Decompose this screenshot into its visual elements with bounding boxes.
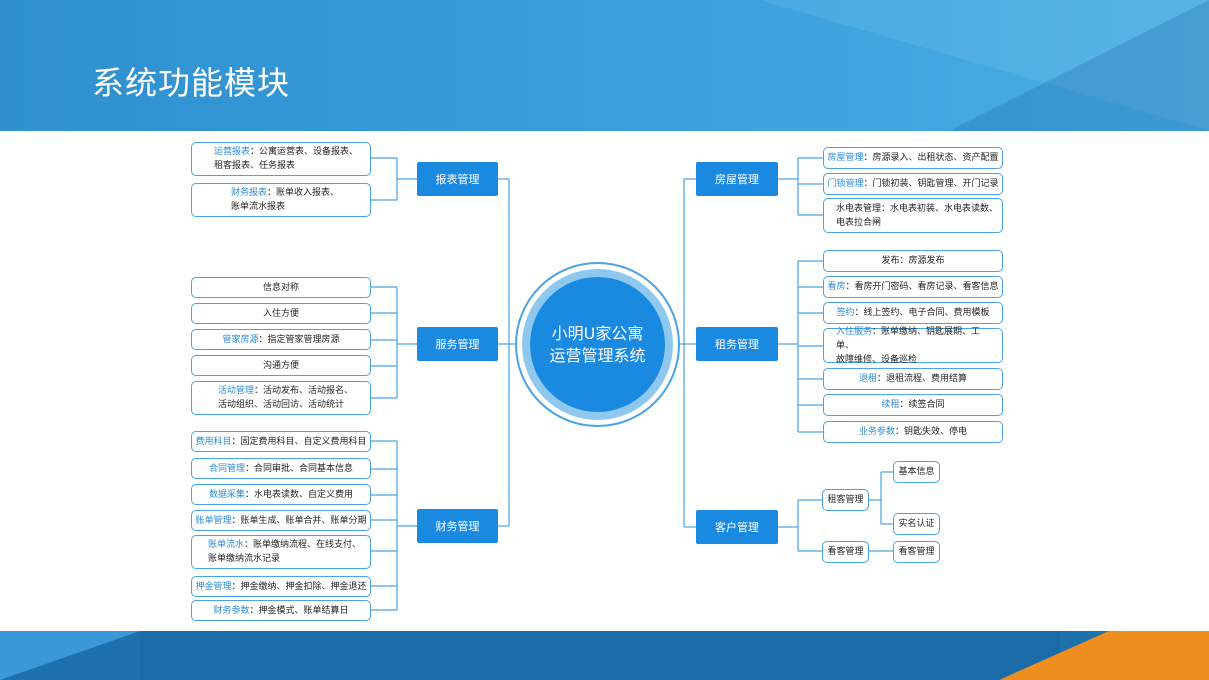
leaf-viewer-child: 看客管理: [893, 541, 940, 563]
leaf-steward: 管家房源：指定管家管理房源: [191, 329, 371, 350]
leaf-house-mgmt: 房屋管理：房源录入、出租状态、资产配置: [823, 147, 1003, 169]
footer-band: [0, 631, 1209, 680]
header-banner: 系统功能模块: [0, 0, 1209, 131]
leaf-biz-params: 业务参数：钥匙失效、停电: [823, 421, 1003, 443]
leaf-lock: 门锁管理：门锁初装、钥匙管理、开门记录: [823, 173, 1003, 195]
node-house: 房屋管理: [696, 162, 778, 196]
page-title: 系统功能模块: [92, 64, 291, 102]
leaf-checkin-service: 入住服务：账单缴纳、钥匙展期、工单、故障维修、设备巡检: [823, 327, 1003, 365]
center-node: 小明U家公寓 运营管理系统: [530, 277, 665, 412]
leaf-real-name: 实名认证: [893, 513, 940, 535]
leaf-checkout: 退租：退租流程、费用结算: [823, 368, 1003, 390]
leaf-data-collect: 数据采集：水电表读数、自定义费用: [191, 484, 371, 505]
leaf-contract: 合同管理：合同审批、合同基本信息: [191, 458, 371, 479]
leaf-bill-flow: 账单流水：账单缴纳流程、在线支付、账单缴纳流水记录: [191, 535, 371, 569]
leaf-finance-report: 财务报表：账单收入报表、账单流水报表: [191, 183, 371, 217]
leaf-viewer-mgmt: 看客管理: [822, 541, 869, 563]
leaf-renew: 续租：续签合同: [823, 394, 1003, 416]
node-customer: 客户管理: [696, 510, 778, 544]
leaf-tenant-mgmt: 租客管理: [822, 489, 869, 511]
leaf-sign: 签约：线上签约、电子合同、费用模板: [823, 302, 1003, 324]
node-reports: 报表管理: [417, 162, 498, 196]
leaf-publish: 发布：房源发布: [823, 250, 1003, 272]
leaf-activity: 活动管理：活动发布、活动报名、活动组织、活动回访、活动统计: [191, 381, 371, 415]
leaf-viewing: 看房：看房开门密码、看房记录、看客信息: [823, 276, 1003, 298]
center-line2: 运营管理系统: [549, 345, 646, 365]
leaf-info: 信息对称: [191, 277, 371, 298]
leaf-basic-info: 基本信息: [893, 461, 940, 483]
leaf-deposit: 押金管理：押金缴纳、押金扣除、押金退还: [191, 576, 371, 597]
leaf-fee-item: 费用科目：固定费用科目、自定义费用科目: [191, 431, 371, 452]
leaf-finance-params: 财务参数：押金模式、账单结算日: [191, 600, 371, 621]
leaf-bill: 账单管理：账单生成、账单合并、账单分期: [191, 510, 371, 531]
leaf-communication: 沟通方便: [191, 355, 371, 376]
center-line1: 小明U家公寓: [551, 323, 644, 343]
node-finance: 财务管理: [417, 509, 498, 543]
leaf-checkin: 入住方便: [191, 303, 371, 324]
node-service: 服务管理: [417, 327, 498, 361]
node-rent: 租务管理: [696, 327, 778, 361]
leaf-ops-report: 运营报表：公寓运营表、设备报表、租客报表、任务报表: [191, 142, 371, 176]
leaf-meter: 水电表管理：水电表初装、水电表读数、电表拉合闸: [823, 198, 1003, 233]
